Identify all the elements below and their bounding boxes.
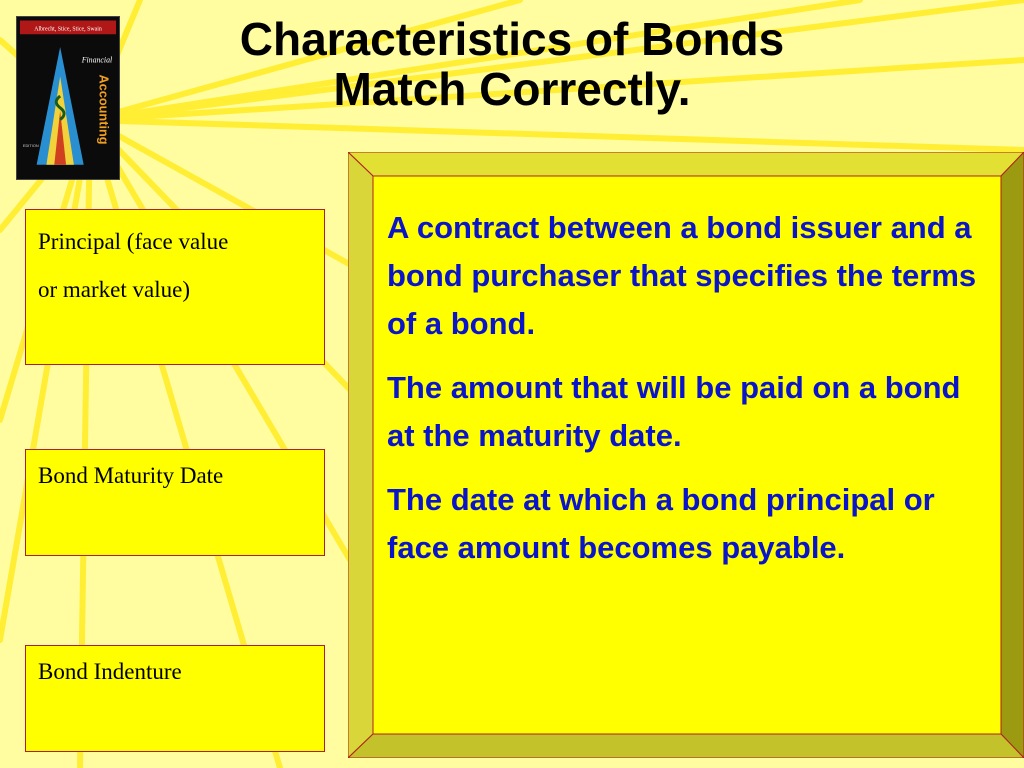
term-text: Bond Maturity Date bbox=[38, 463, 224, 488]
book-title: Accounting bbox=[96, 74, 111, 144]
term-box-principal[interactable]: Principal (face value or market value) bbox=[25, 209, 325, 365]
ray bbox=[0, 117, 93, 643]
book-subtitle: Financial bbox=[81, 56, 112, 65]
ray bbox=[87, 0, 1024, 123]
ray bbox=[87, 0, 523, 123]
ray bbox=[87, 57, 1024, 123]
definition-date[interactable]: The date at which a bond principal or fa… bbox=[387, 482, 935, 565]
slide-title-line2: Match Correctly. bbox=[333, 63, 691, 115]
term-text: Bond Indenture bbox=[38, 659, 182, 684]
definition-contract[interactable]: A contract between a bond issuer and a b… bbox=[387, 210, 977, 341]
definitions-panel-bevel bbox=[348, 152, 1024, 758]
book-cover-art: Albrecht, Stice, Stice, Swain Financial … bbox=[19, 20, 117, 165]
slide-title-line1: Characteristics of Bonds bbox=[239, 13, 785, 65]
term-box-bond-maturity-date[interactable]: Bond Maturity Date bbox=[25, 449, 325, 556]
definitions-panel: A contract between a bond issuer and a b… bbox=[373, 176, 1001, 734]
term-text: Principal (face value bbox=[38, 229, 229, 254]
ray bbox=[87, 117, 1024, 153]
term-box-bond-indenture[interactable]: Bond Indenture bbox=[25, 645, 325, 752]
definition-amount[interactable]: The amount that will be paid on a bond a… bbox=[387, 370, 961, 453]
book-edition: EDITION bbox=[23, 143, 39, 148]
book-authors: Albrecht, Stice, Stice, Swain bbox=[34, 26, 102, 32]
slide-title: Characteristics of Bonds Match Correctly… bbox=[140, 14, 884, 114]
book-cover-image: Albrecht, Stice, Stice, Swain Financial … bbox=[16, 16, 120, 180]
ray bbox=[87, 0, 863, 123]
term-text: or market value) bbox=[38, 277, 190, 302]
